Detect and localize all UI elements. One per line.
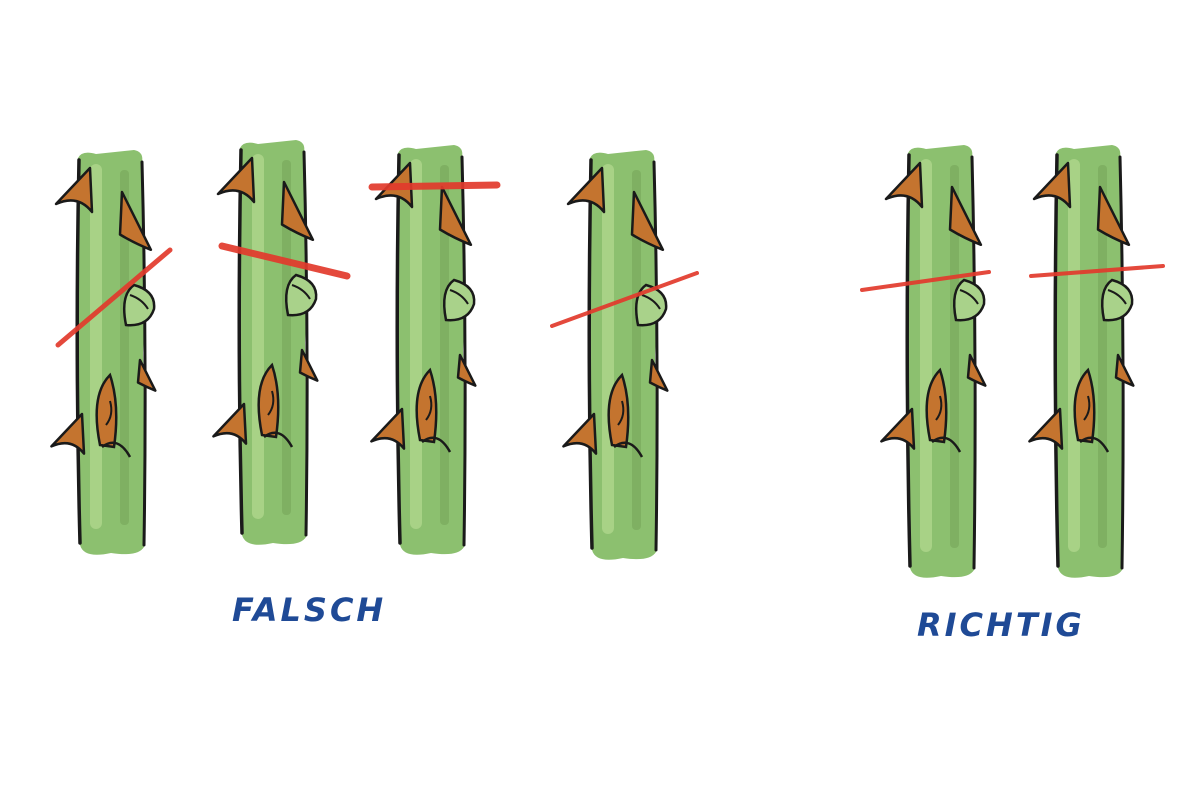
thorn-upper-left <box>566 166 606 214</box>
thorn-upper-right <box>630 190 665 252</box>
leaf-scar <box>95 372 118 449</box>
leaf-scar-line <box>105 400 113 426</box>
bud <box>443 278 476 322</box>
stem-body <box>77 150 145 555</box>
leaf-scar-line <box>935 395 943 421</box>
leaf-scar <box>257 362 280 439</box>
stem-body <box>239 140 307 545</box>
thorn-small-right <box>648 358 669 392</box>
stem-outline-left <box>905 153 912 568</box>
bud-fold <box>129 294 149 310</box>
bud <box>123 283 156 327</box>
stem-outline-left <box>1053 153 1060 568</box>
stem-shade <box>950 165 959 548</box>
bud-fold <box>641 294 661 310</box>
stem-4 <box>550 150 699 560</box>
leaf-scar <box>415 367 438 444</box>
thorn-lower-left <box>880 407 916 450</box>
stem-highlight <box>1068 159 1080 552</box>
stem-5 <box>860 145 991 578</box>
leaf-scar-tip <box>101 441 132 458</box>
stem-body <box>589 150 657 560</box>
thorn-upper-left <box>1032 161 1072 209</box>
thorn-small-right <box>456 353 477 387</box>
thorn-upper-right <box>118 190 153 252</box>
leaf-scar-tip <box>263 431 294 448</box>
leaf-scar-line <box>617 400 625 426</box>
stem-shade <box>1098 165 1107 548</box>
stem-shade <box>632 170 641 530</box>
bud <box>285 273 318 317</box>
thorn-lower-left <box>50 412 86 455</box>
stem-outline-right <box>1118 155 1125 570</box>
thorn-upper-right <box>438 185 473 247</box>
bud-fold <box>291 284 311 300</box>
leaf-scar-tip <box>421 436 452 453</box>
stem-shade <box>120 170 129 525</box>
stem-2 <box>212 140 351 545</box>
bud-fold <box>449 289 469 305</box>
leaf-scar <box>607 372 630 449</box>
stem-outline-left <box>587 158 594 550</box>
thorn-upper-right <box>1096 185 1131 247</box>
thorn-lower-left <box>562 412 598 455</box>
stem-outline-left <box>395 153 402 545</box>
stem-6 <box>1028 145 1165 578</box>
leaf-scar-tip <box>1079 436 1110 453</box>
cut-line <box>860 270 991 292</box>
bud <box>1101 278 1134 322</box>
cut-line <box>368 181 501 191</box>
thorn-small-right <box>966 353 987 387</box>
bud-fold <box>1107 289 1127 305</box>
thorn-upper-right <box>948 185 983 247</box>
bud <box>953 278 986 322</box>
stem-outline-right <box>140 160 147 547</box>
leaf-scar-tip <box>613 441 644 458</box>
cut-line <box>1029 264 1165 278</box>
stem-highlight <box>410 159 422 529</box>
thorn-small-right <box>1114 353 1135 387</box>
cut-line <box>550 271 699 328</box>
stem-highlight <box>90 164 102 529</box>
stem-outline-right <box>302 150 309 537</box>
stem-body <box>397 145 465 555</box>
thorn-lower-left <box>1028 407 1064 450</box>
stem-outline-right <box>652 160 659 552</box>
stem-shade <box>282 160 291 515</box>
stem-highlight <box>602 164 614 534</box>
thorn-small-right <box>298 348 319 382</box>
leaf-scar-line <box>425 395 433 421</box>
stem-outline-right <box>970 155 977 570</box>
cut-line <box>55 247 173 348</box>
thorn-upper-left <box>54 166 94 214</box>
thorn-upper-right <box>280 180 315 242</box>
thorn-upper-left <box>884 161 924 209</box>
thorn-lower-left <box>370 407 406 450</box>
bud-fold <box>959 289 979 305</box>
leaf-scar <box>925 367 948 444</box>
thorn-lower-left <box>212 402 248 445</box>
caption-right: RICHTIG <box>917 606 1085 644</box>
caption-wrong: FALSCH <box>232 591 387 629</box>
leaf-scar <box>1073 367 1096 444</box>
leaf-scar-line <box>1083 395 1091 421</box>
stem-highlight <box>252 154 264 519</box>
cut-line <box>218 242 351 280</box>
stem-outline-left <box>75 158 82 545</box>
stem-highlight <box>920 159 932 552</box>
thorn-small-right <box>136 358 157 392</box>
leaf-scar-tip <box>931 436 962 453</box>
stem-1 <box>50 150 173 555</box>
leaf-scar-line <box>267 390 275 416</box>
stem-outline-left <box>237 148 244 535</box>
stem-shade <box>440 165 449 525</box>
stem-3 <box>368 145 501 555</box>
thorn-upper-left <box>216 156 256 204</box>
stem-outline-right <box>460 155 467 547</box>
